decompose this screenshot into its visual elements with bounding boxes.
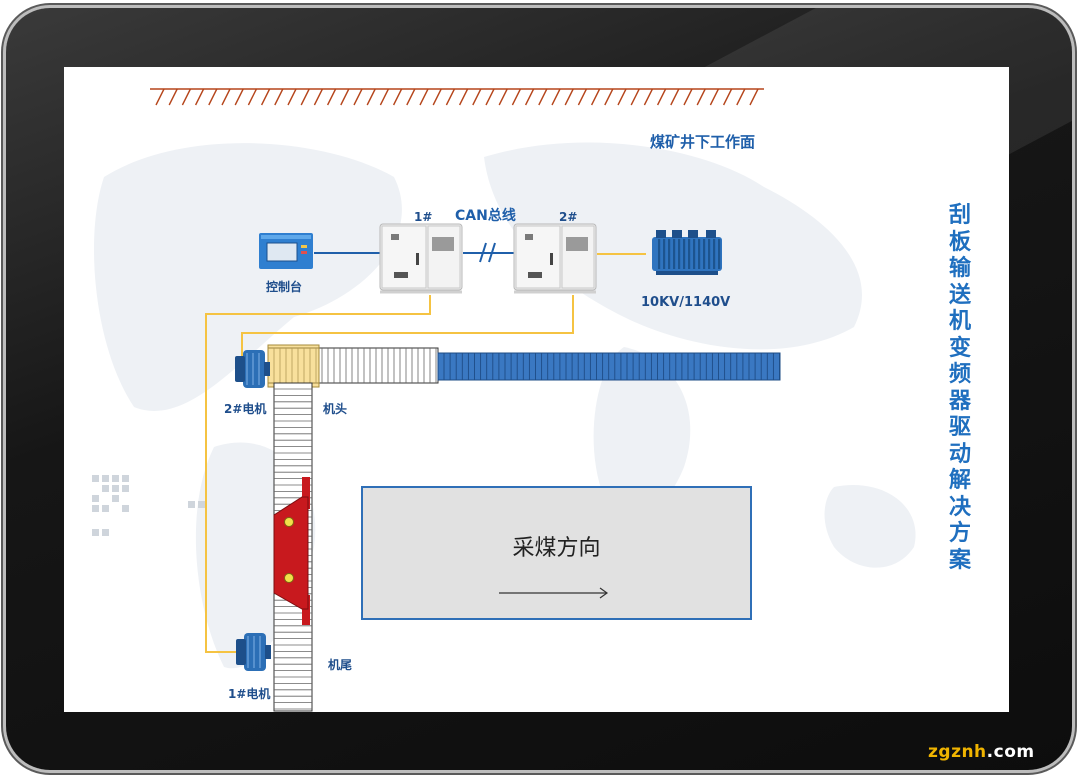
inverter-2-icon [513,223,597,294]
tail-label: 机尾 [328,658,353,672]
conveyor-blue-section [437,352,781,381]
motor-1-icon [236,633,271,671]
watermark-site: zgznh [928,742,987,762]
head-label: 机头 [323,402,348,416]
console-label: 控制台 [266,280,303,294]
inverter-1-icon [379,223,463,294]
pixel-squares-decoration [92,475,205,536]
watermark: zgznh.com [928,742,1035,762]
can-bus-label: CAN总线 [455,208,516,224]
mining-direction-box: 采煤方向 [361,486,752,620]
watermark-suffix: .com [986,742,1035,762]
side-title: 刮板输送机变频器驱动解决方案 [948,203,971,573]
motor-2-label: 2#电机 [224,402,267,416]
area-title: 煤矿井下工作面 [650,133,756,151]
transformer-icon [652,230,722,275]
motor-2-icon [235,350,270,388]
power-cables [205,253,646,653]
conveyor-head-section [267,344,439,388]
diagram-graphics [92,88,916,712]
transformer-label: 10KV/1140V [641,295,731,310]
screen: 煤矿井下工作面 CAN总线 1# 2# 控制台 10KV/1140V 2#电机 … [64,67,1009,712]
mining-direction-label: 采煤方向 [512,536,601,561]
inverter-2-label: 2# [559,210,578,224]
motor-1-label: 1#电机 [228,687,271,701]
can-bus-lines [314,242,514,263]
direction-arrow-icon [499,587,609,599]
ground-line [150,88,764,106]
console-icon [259,233,313,269]
inverter-1-label: 1# [414,210,433,224]
shearer-icon [273,477,310,625]
